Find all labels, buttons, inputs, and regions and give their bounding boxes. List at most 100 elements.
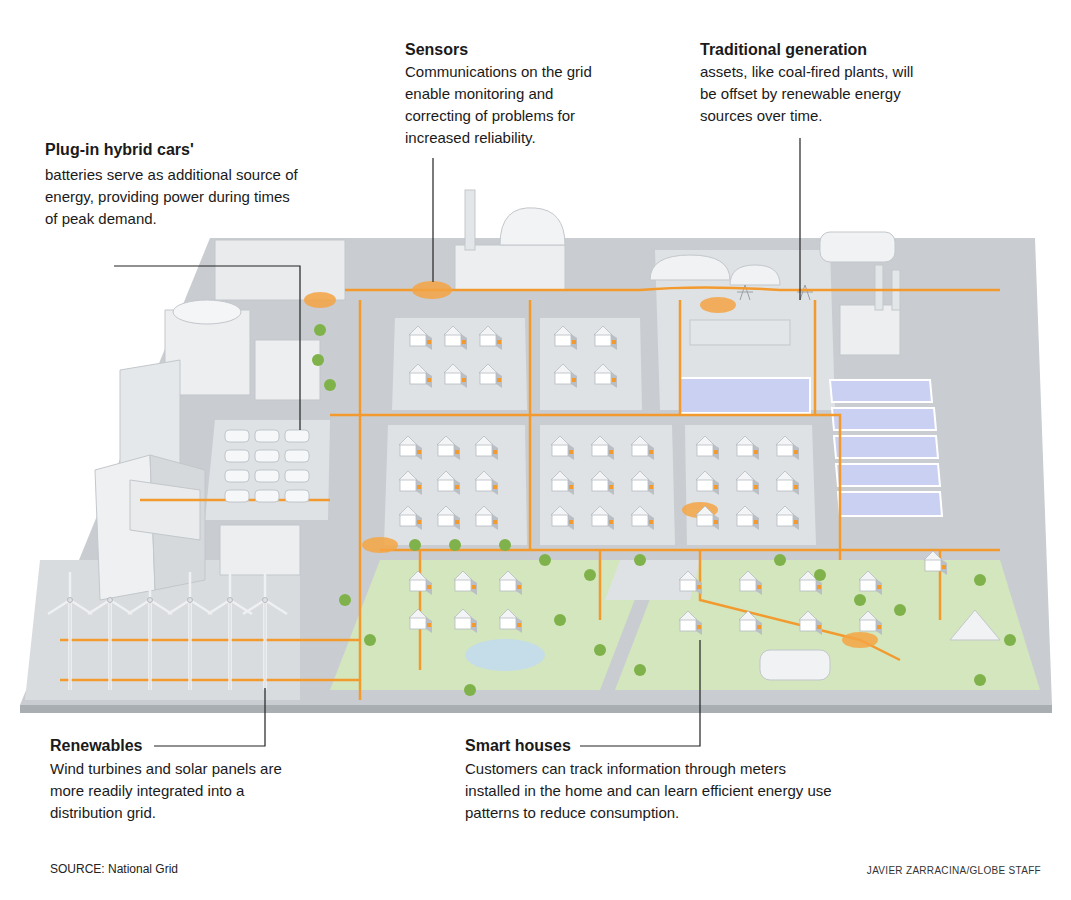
house-shadow (461, 334, 467, 350)
house-shadow (696, 619, 702, 635)
car (285, 470, 309, 482)
house-wall (480, 372, 496, 384)
house-shadow (492, 514, 498, 530)
house-wall (777, 479, 793, 491)
house-shadow (608, 514, 614, 530)
smart-meter (817, 625, 821, 629)
house-wall (737, 444, 753, 456)
house-roof (499, 571, 517, 580)
tree (339, 594, 351, 606)
house-roof (437, 436, 455, 445)
house-roof (444, 326, 462, 335)
callout-heading-box: Traditional generation (700, 40, 867, 60)
house-wall (438, 444, 454, 456)
turbine-mast (189, 600, 192, 690)
house-wall (595, 334, 611, 346)
house-wall (777, 514, 793, 526)
smart-meter (609, 520, 613, 524)
house-roof (776, 436, 794, 445)
house-wall (438, 479, 454, 491)
wrap-spacer (162, 208, 300, 408)
callout-text: Customers can track information through … (465, 760, 832, 821)
smart-meter (609, 485, 613, 489)
house-wall (410, 579, 426, 591)
house-roof (475, 506, 493, 515)
house-roof (479, 364, 497, 373)
turbine-hub (148, 598, 153, 603)
house-wall (500, 617, 516, 629)
house-wall (410, 334, 426, 346)
house-wall (592, 514, 608, 526)
house-shadow (516, 617, 522, 633)
turbine-hub (228, 598, 233, 603)
tree (854, 594, 866, 606)
house-shadow (426, 334, 432, 350)
tree (634, 664, 646, 676)
house-shadow (568, 444, 574, 460)
house-shadow (492, 479, 498, 495)
house-shadow (611, 334, 617, 350)
turbine-mast-edge (150, 600, 151, 690)
callout-text-box: batteries serve as additional source of … (45, 164, 300, 408)
credit-line: JAVIER ZARRACINA/GLOBE STAFF (867, 865, 1041, 876)
house-roof (591, 436, 609, 445)
turbine-mast (69, 600, 72, 690)
substation (690, 320, 790, 345)
house-shadow (471, 579, 477, 595)
leader-line (154, 688, 265, 746)
smart-meter (417, 450, 421, 454)
dome (173, 300, 241, 324)
house-shadow (876, 619, 882, 635)
house-wall (740, 579, 756, 591)
house-wall (555, 334, 571, 346)
turbine-hub (188, 598, 193, 603)
tree (312, 354, 324, 366)
tree (634, 554, 646, 566)
leader-line (799, 138, 800, 300)
callout-text-box: Customers can track information through … (465, 758, 835, 824)
callout-text: batteries serve as additional source of … (45, 166, 298, 227)
cooling-unit (820, 232, 895, 262)
house-roof (454, 609, 472, 618)
house-shadow (713, 444, 719, 460)
house-shadow (426, 617, 432, 633)
house-roof (799, 611, 817, 620)
house-wall (800, 579, 816, 591)
smart-meter (572, 340, 576, 344)
tree (499, 539, 511, 551)
house-roof (736, 506, 754, 515)
callout-text-box: Communications on the grid enable monito… (405, 61, 620, 149)
callout-heading-box: Plug-in hybrid cars' (45, 140, 194, 160)
turbine-mast-edge (110, 600, 111, 690)
smart-meter (517, 623, 521, 627)
tree (1004, 634, 1016, 646)
house-wall (632, 444, 648, 456)
smart-meter (714, 485, 718, 489)
road (605, 560, 700, 600)
house-shadow (648, 514, 654, 530)
smart-meter (697, 585, 701, 589)
car (225, 450, 249, 462)
house-wall (552, 514, 568, 526)
callout-heading-box: Smart houses (465, 736, 571, 756)
house-roof (591, 471, 609, 480)
house-roof (631, 471, 649, 480)
house-roof (554, 364, 572, 373)
smart-meter (497, 340, 501, 344)
turbine-mast-edge (230, 600, 231, 690)
house-shadow (648, 479, 654, 495)
house-roof (409, 326, 427, 335)
tree (324, 379, 336, 391)
house-roof (475, 436, 493, 445)
turbine-blades (208, 572, 252, 614)
smart-meter (754, 450, 758, 454)
house-roof (739, 571, 757, 580)
house-roof (437, 471, 455, 480)
car (255, 430, 279, 442)
callout-text: Wind turbines and solar panels are more … (50, 760, 282, 821)
house-shadow (753, 514, 759, 530)
house-roof (696, 506, 714, 515)
house-roof (437, 506, 455, 515)
turbine-blades (88, 572, 132, 614)
sensor-hubs (304, 281, 878, 648)
